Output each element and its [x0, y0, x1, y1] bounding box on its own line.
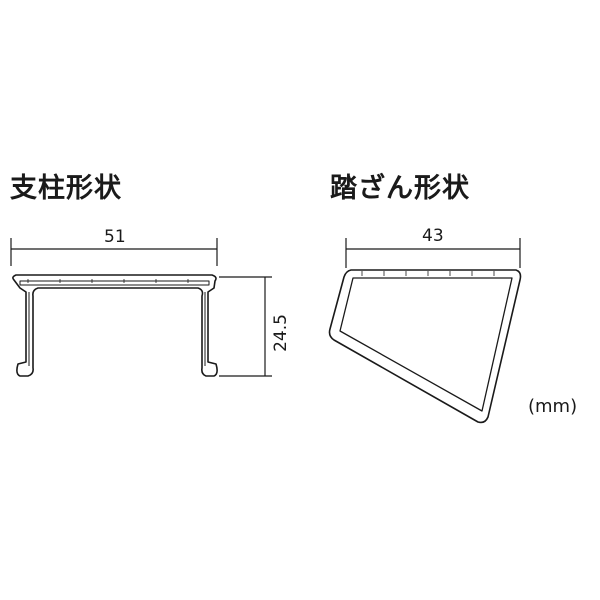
- unit-label: (mm): [528, 396, 578, 417]
- step-width-dimension: [345, 238, 521, 268]
- pillar-shape-title: 支柱形状: [10, 173, 122, 204]
- step-profile: [328, 269, 522, 424]
- pillar-height-dimension: [219, 276, 272, 377]
- pillar-width-dimension: [10, 238, 218, 266]
- step-width-label: 43: [422, 226, 444, 246]
- pillar-profile: [12, 274, 218, 377]
- step-shape-title: 踏ざん形状: [330, 173, 470, 204]
- pillar-width-label: 51: [104, 227, 126, 247]
